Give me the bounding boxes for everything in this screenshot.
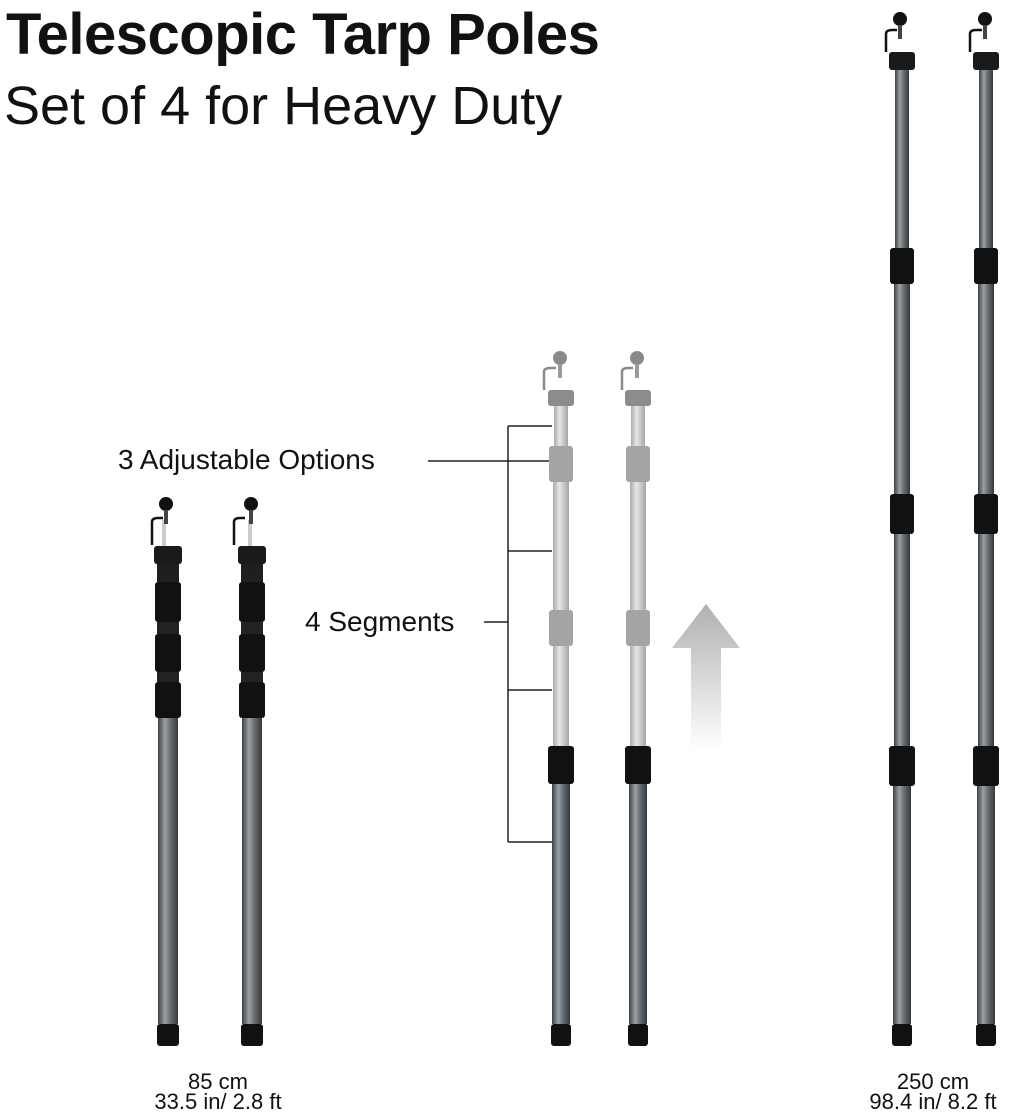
long-pole-caption: 250 cm 98.4 in/ 8.2 ft	[838, 1069, 1028, 1114]
short-pole-right	[232, 497, 266, 1046]
tall-pole-left	[884, 12, 915, 1046]
short-pole-left	[150, 497, 182, 1046]
segments-label: 4 Segments	[305, 606, 455, 637]
page-title: Telescopic Tarp Poles	[6, 2, 600, 67]
page-subtitle: Set of 4 for Heavy Duty	[4, 76, 563, 136]
middle-pole-pair	[542, 351, 651, 1046]
tall-pole-right	[968, 12, 999, 1046]
middle-pole-left	[542, 351, 574, 1046]
adjustable-options-label: 3 Adjustable Options	[118, 444, 375, 475]
long-pole-imperial: 98.4 in/ 8.2 ft	[869, 1089, 997, 1114]
tall-pole-pair	[884, 12, 999, 1046]
short-pole-imperial: 33.5 in/ 2.8 ft	[154, 1089, 282, 1114]
middle-pole-right	[620, 351, 651, 1046]
segments-bracket	[428, 425, 552, 843]
long-pole-metric: 250 cm	[896, 1069, 970, 1094]
short-pole-caption: 85 cm 33.5 in/ 2.8 ft	[118, 1069, 318, 1114]
short-pole-metric: 85 cm	[188, 1069, 248, 1094]
short-pole-pair	[150, 497, 266, 1046]
up-arrow-icon	[672, 604, 740, 750]
